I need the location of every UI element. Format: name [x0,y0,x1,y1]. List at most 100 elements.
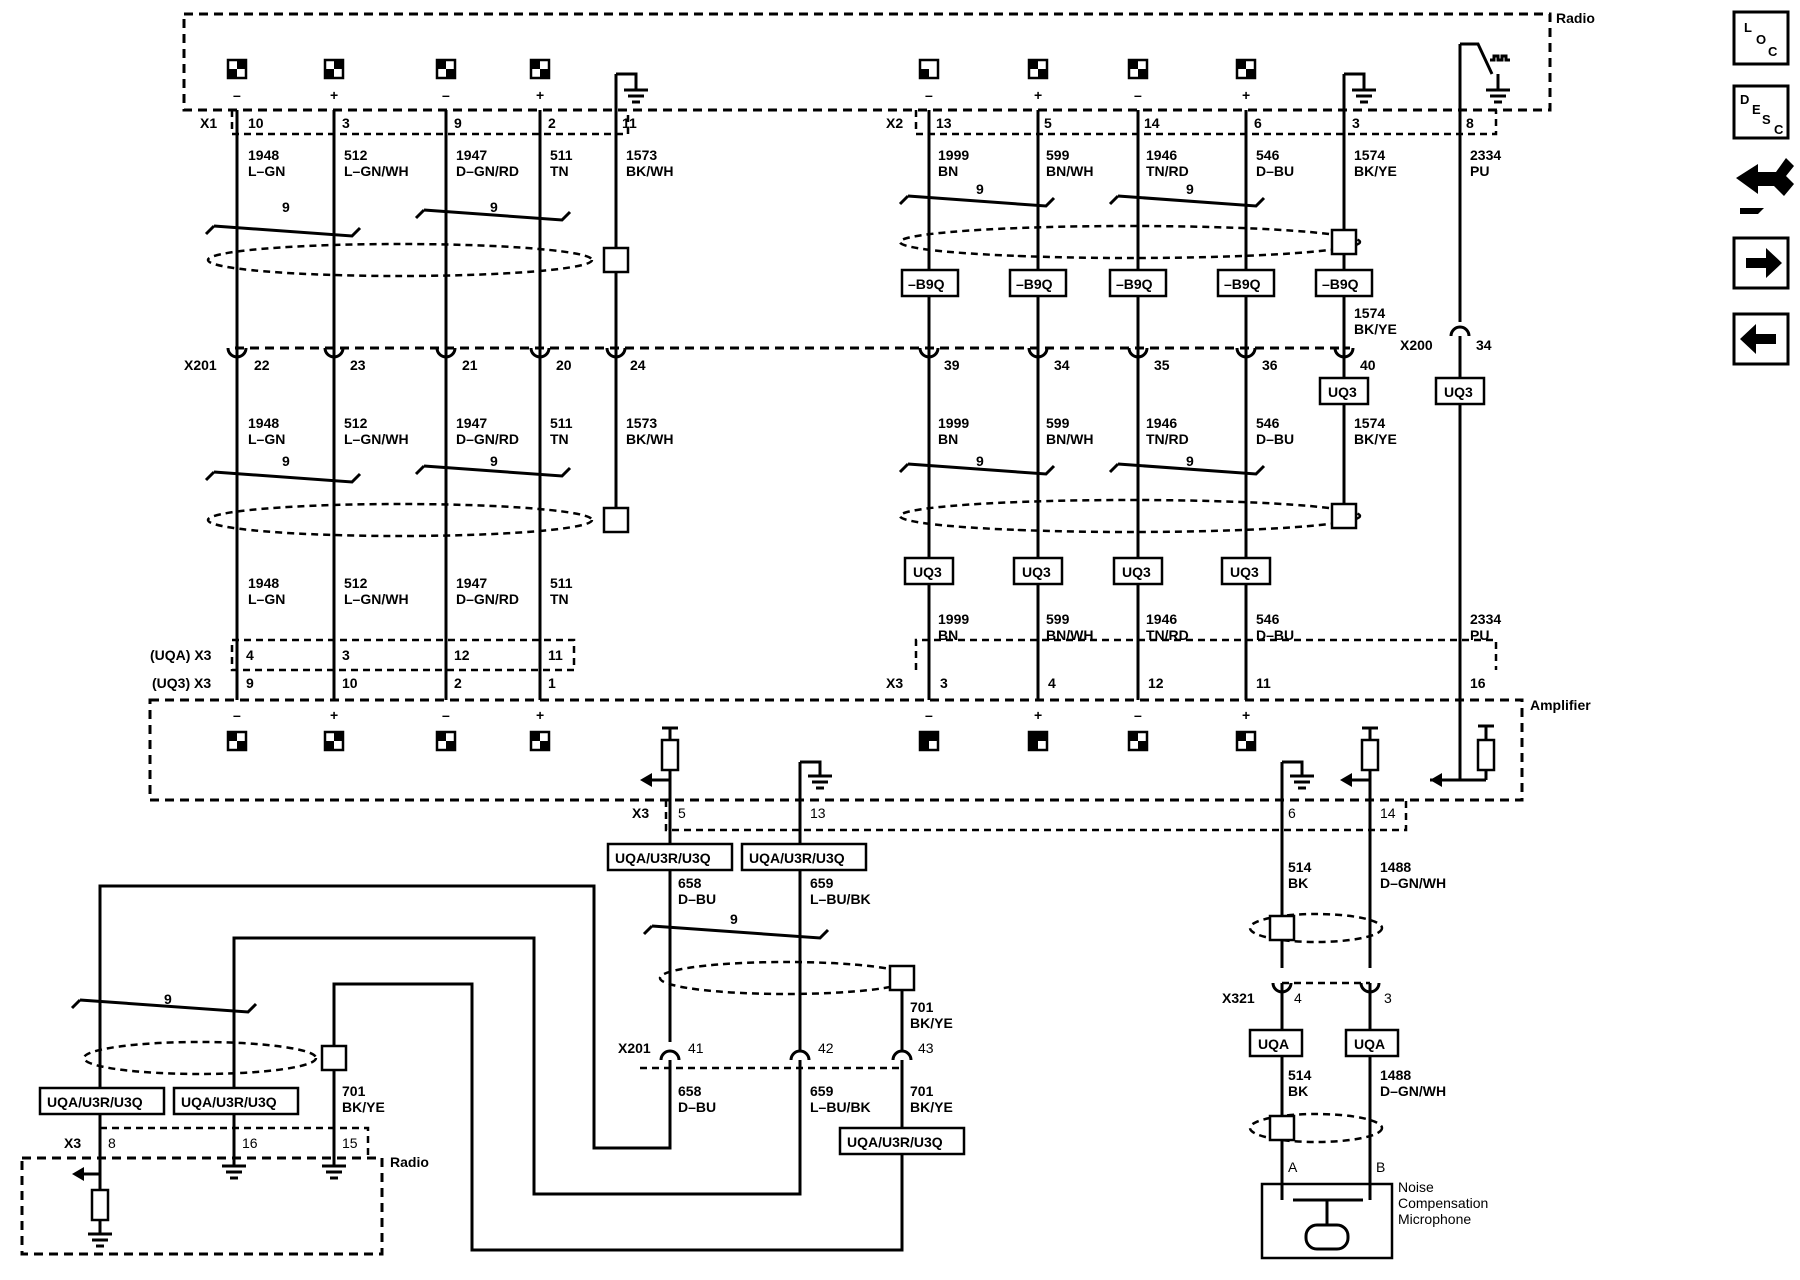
diagram-label: 11 [548,647,563,663]
diagram-label: 40 [1360,357,1376,373]
loc-icon[interactable]: L O C [1732,10,1790,66]
diagram-label: D–GN/RD [456,163,519,179]
diagram-label: BN [938,627,958,643]
diagram-label: + [1034,707,1042,723]
diagram-label: 34 [1476,337,1492,353]
diagram-label: – [442,87,450,103]
diagram-label: TN/RD [1146,431,1189,447]
diagram-label: 1573 [626,147,657,163]
diagram-label: 5 [678,805,686,821]
diagram-label: 9 [282,453,290,469]
desc-icon[interactable]: D E S C [1732,84,1790,140]
diagram-label: 5 [1044,115,1052,131]
diagram-label: 3 [1384,990,1392,1006]
diagram-label: D–BU [678,1099,716,1115]
diagram-label: 23 [350,357,366,373]
next-icon[interactable] [1732,236,1790,290]
diagram-label: 16 [1470,675,1486,691]
b9q-4: –B9Q [1224,276,1261,292]
diagram-label: L [1744,20,1752,35]
diagram-label: 658 [678,875,702,891]
amp-speaker-terminals-left [226,730,551,752]
diagram-label: 9 [490,453,498,469]
diagram-label: 511 [550,575,573,591]
diagram-label: 1574 [1354,305,1385,321]
diagram-label: D–BU [678,891,716,907]
uq3-3: UQ3 [1122,564,1151,580]
prev-icon[interactable] [1732,312,1790,366]
diagram-label: 8 [1466,115,1474,131]
polarity-marks: – + – + – + – + – + – + – + – + [233,87,1250,723]
x200-label: X200 [1400,337,1433,353]
diagram-label: 512 [344,415,368,431]
diagram-label: 9 [164,991,172,1007]
radio-speaker-terminals-left [226,58,551,80]
x201-bottom-label: X201 [618,1040,651,1056]
diagram-label: BN [938,431,958,447]
diagram-label: 12 [1148,675,1164,691]
diagram-label: BK/YE [1354,163,1397,179]
diagram-label: D–GN/RD [456,591,519,607]
diagram-label: 9 [1186,181,1194,197]
diagram-label: 599 [1046,611,1070,627]
diagram-label: 1999 [938,415,969,431]
diagram-label: + [536,707,544,723]
uq3-2: UQ3 [1022,564,1051,580]
diagram-label: 35 [1154,357,1170,373]
b9q-5: –B9Q [1322,276,1359,292]
diagram-label: BK/YE [342,1099,385,1115]
diagram-label: 4 [1048,675,1056,691]
mic-label-2: Compensation [1398,1195,1488,1211]
radio-module-top: Radio [182,10,1595,112]
diagram-label: 659 [810,1083,834,1099]
x3-right-label: X3 [886,675,903,691]
diagram-label: 21 [462,357,478,373]
diagram-label: 1574 [1354,147,1385,163]
diagram-label: 20 [556,357,572,373]
diagram-label: 3 [342,647,350,663]
radio-top-label: Radio [1556,10,1595,26]
diagram-label: BK/WH [626,431,673,447]
diagram-label: 4 [1294,990,1302,1006]
diagram-label: 1999 [938,611,969,627]
diagram-label: 514 [1288,1067,1312,1083]
diagram-label: – [233,87,241,103]
diagram-label: 24 [630,357,646,373]
diagram-label: 1574 [1354,415,1385,431]
diagram-label: 15 [342,1135,358,1151]
radio-module-bottom: Radio [20,1154,429,1256]
diagram-label: 4 [246,647,254,663]
diagram-label: 1946 [1146,415,1177,431]
option-boxes-right: –B9Q –B9Q –B9Q –B9Q –B9Q UQ3 UQ3 UQ3 UQ3… [900,268,1486,586]
diagram-label: L–GN [248,431,285,447]
diagram-label: D–BU [1256,431,1294,447]
diagram-label: L–GN/WH [344,591,409,607]
diagram-label: BN/WH [1046,431,1093,447]
opt-uqa-4: UQA/U3R/U3Q [47,1094,143,1110]
diagram-label: – [925,87,933,103]
opt-uqa-5: UQA/U3R/U3Q [181,1094,277,1110]
diagram-label: 9 [976,453,984,469]
diagram-label: 658 [678,1083,702,1099]
diagram-label: 3 [342,115,350,131]
diagram-label: TN [550,591,569,607]
diagram-label: 42 [818,1040,834,1056]
diagram-label: 1947 [456,147,487,163]
diagram-label: + [330,87,338,103]
diagram-label: 2 [548,115,556,131]
radio-bottom-label: Radio [390,1154,429,1170]
opt-uqa-2: UQA/U3R/U3Q [749,850,845,866]
diagram-label: 2334 [1470,611,1501,627]
diagram-label: 9 [282,199,290,215]
diagram-label: L–GN [248,591,285,607]
diagram-label: TN/RD [1146,163,1189,179]
mic-module: Noise Compensation Microphone [1260,1179,1488,1260]
diagram-label: 701 [910,1083,934,1099]
diagram-label: PU [1470,627,1489,643]
diagram-label: PU [1470,163,1489,179]
diagram-label: 11 [622,115,637,131]
connector-icon[interactable] [1736,158,1794,214]
diagram-label: BK/WH [626,163,673,179]
diagram-label: 511 [550,147,573,163]
